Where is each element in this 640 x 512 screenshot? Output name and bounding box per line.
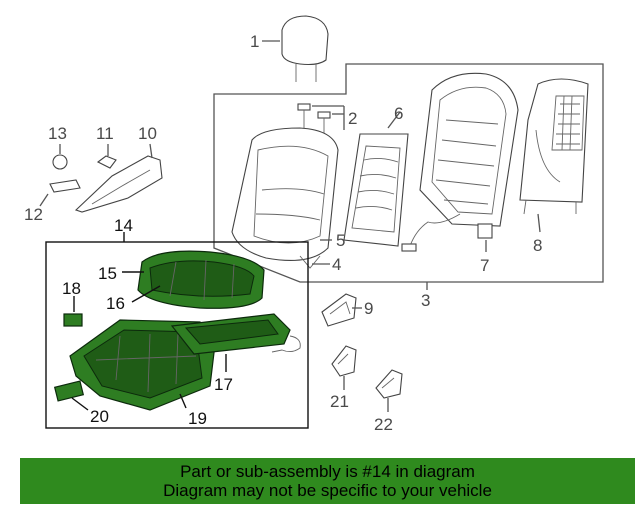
callout-14: 14 xyxy=(114,216,133,235)
bracket-part-a xyxy=(331,345,357,390)
headrest-part xyxy=(262,15,329,82)
back-panel-part xyxy=(519,78,589,233)
bracket-part-b xyxy=(375,369,403,412)
control-module-part xyxy=(53,380,89,411)
clip-parts xyxy=(297,103,345,136)
callout-17: 17 xyxy=(214,375,233,394)
callout-13: 13 xyxy=(48,124,67,143)
assembly-note-banner: Part or sub-assembly is #14 in diagram D… xyxy=(20,458,635,504)
switch-part xyxy=(63,296,83,327)
callout-3: 3 xyxy=(421,291,430,310)
seat-cushion-pan-part xyxy=(170,313,301,372)
callout-22: 22 xyxy=(374,415,393,434)
callout-20: 20 xyxy=(90,407,109,426)
banner-line-2: Diagram may not be specific to your vehi… xyxy=(163,481,492,500)
callout-5: 5 xyxy=(336,231,345,250)
lever-part xyxy=(96,144,117,169)
seatback-assembly-outline xyxy=(213,63,604,283)
seat-cushion-frame-part xyxy=(69,319,217,411)
banner-line-1: Part or sub-assembly is #14 in diagram xyxy=(180,462,475,481)
callout-2: 2 xyxy=(348,109,357,128)
seatback-pad-part xyxy=(343,111,409,247)
callout-8: 8 xyxy=(533,236,542,255)
side-cover-part xyxy=(74,143,163,213)
callout-6: 6 xyxy=(394,104,403,123)
callout-4: 4 xyxy=(332,255,341,274)
seatback-frame-part xyxy=(401,72,519,252)
callout-12: 12 xyxy=(24,205,43,224)
side-shield-part xyxy=(321,293,362,327)
seat-cushion-assembly-outline xyxy=(45,241,309,429)
seatback-cover-part xyxy=(231,127,339,269)
callout-11: 11 xyxy=(96,124,114,143)
handle-part xyxy=(39,179,81,207)
knob-part xyxy=(52,144,68,170)
seat-parts-diagram: 1 2 3 4 5 6 7 8 9 10 11 12 13 14 15 16 1… xyxy=(24,15,604,434)
callout-7: 7 xyxy=(480,256,489,275)
callout-18: 18 xyxy=(62,279,81,298)
callout-16: 16 xyxy=(106,294,125,313)
callout-19: 19 xyxy=(188,409,207,428)
seat-cushion-cover-part xyxy=(122,250,265,309)
callout-9: 9 xyxy=(364,299,373,318)
callout-21: 21 xyxy=(330,392,349,411)
callout-15: 15 xyxy=(98,264,117,283)
callout-10: 10 xyxy=(138,124,157,143)
callout-1: 1 xyxy=(250,32,259,51)
